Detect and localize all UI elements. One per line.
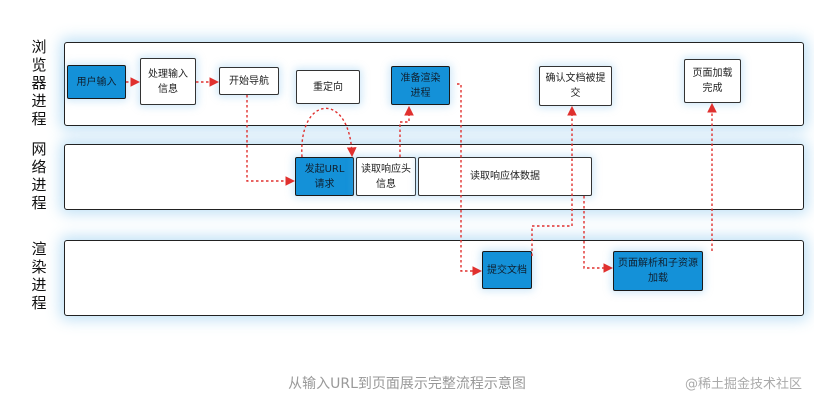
user-input-box: 用户输入 — [67, 65, 126, 99]
send-url-request-text: 发起URL请求 — [304, 163, 345, 190]
page-loaded-box: 页面加载完成 — [684, 59, 741, 103]
start-navigation-text: 开始导航 — [229, 75, 269, 87]
renderer-process-label: 渲染进程 — [31, 240, 47, 312]
read-response-body-text: 读取响应体数据 — [470, 171, 540, 182]
commit-document-box: 提交文档 — [482, 251, 532, 289]
process-input-box: 处理输入信息 — [140, 58, 196, 105]
prepare-renderer-text: 准备渲染进程 — [400, 72, 441, 99]
read-response-headers-text: 读取响应头信息 — [361, 163, 411, 190]
user-input-text: 用户输入 — [76, 76, 117, 88]
parse-and-load-box: 页面解析和子资源加载 — [613, 251, 703, 291]
browser-process-label: 浏览器进程 — [31, 38, 47, 128]
network-process-label: 网络进程 — [31, 140, 47, 212]
diagram-caption: 从输入URL到页面展示完整流程示意图 — [288, 376, 526, 392]
commit-document-text: 提交文档 — [487, 264, 527, 276]
read-response-headers-box: 读取响应头信息 — [356, 157, 416, 196]
process-input-text: 处理输入信息 — [148, 68, 188, 95]
parse-and-load-text: 页面解析和子资源加载 — [618, 258, 698, 284]
read-response-body-box: 读取响应体数据 — [418, 157, 592, 196]
start-navigation-box: 开始导航 — [219, 67, 279, 95]
redirect-box: 重定向 — [296, 70, 360, 104]
prepare-renderer-box: 准备渲染进程 — [391, 66, 450, 105]
confirm-commit-box: 确认文档被提交 — [539, 66, 612, 106]
confirm-commit-text: 确认文档被提交 — [545, 73, 606, 99]
send-url-request-box: 发起URL请求 — [295, 157, 354, 196]
page-loaded-text: 页面加载完成 — [692, 68, 733, 94]
watermark: @稀土掘金技术社区 — [684, 377, 802, 392]
redirect-text: 重定向 — [313, 81, 343, 93]
